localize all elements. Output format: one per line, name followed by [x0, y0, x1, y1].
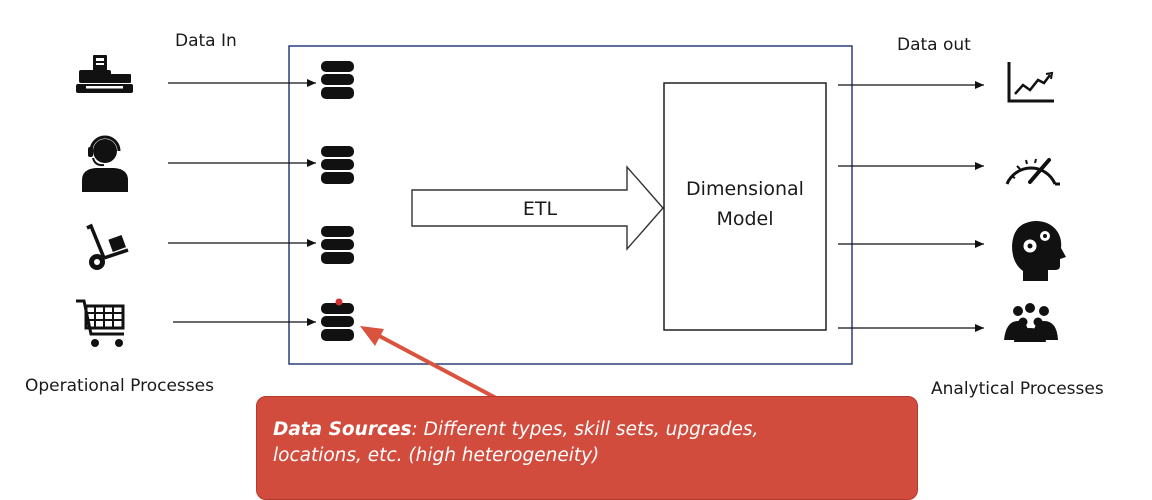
hand-truck-icon — [86, 223, 129, 270]
callout-text-2: locations, etc. (high heterogeneity) — [273, 445, 600, 466]
callout-separator: : — [411, 419, 418, 440]
database-icon — [321, 226, 354, 264]
data-sources-callout: Data Sources: Different types, skill set… — [256, 396, 918, 500]
speedometer-icon — [1005, 158, 1060, 186]
etl-arrow — [411, 165, 664, 251]
callout-arrow — [360, 326, 497, 400]
brain-gears-icon — [1012, 221, 1066, 281]
shopping-cart-icon — [76, 299, 125, 347]
line-chart-icon — [1007, 62, 1054, 103]
analytical-processes-label: Analytical Processes — [931, 379, 1104, 399]
cash-register-icon — [76, 55, 133, 93]
callout-title: Data Sources — [273, 419, 412, 440]
headset-agent-icon — [82, 135, 128, 192]
callout-text-1: Different types, skill sets, upgrades, — [417, 419, 759, 440]
dimensional-model-label-line2: Model — [716, 208, 774, 230]
etl-label: ETL — [522, 198, 558, 220]
dimensional-model-box — [663, 82, 827, 331]
database-icon — [321, 146, 354, 184]
group-people-icon — [1004, 303, 1058, 342]
operational-processes-label: Operational Processes — [25, 376, 214, 396]
etl-frame — [288, 45, 853, 365]
callout-line-1: Data Sources: Different types, skill set… — [273, 417, 901, 443]
database-icon — [321, 298, 354, 341]
dimensional-model-label-line1: Dimensional — [686, 178, 804, 200]
database-marker — [335, 298, 343, 306]
data-out-label: Data out — [897, 35, 971, 55]
dimensional-model-label: Dimensional Model — [664, 174, 826, 234]
data-in-label: Data In — [175, 31, 237, 51]
database-icon — [321, 61, 354, 99]
